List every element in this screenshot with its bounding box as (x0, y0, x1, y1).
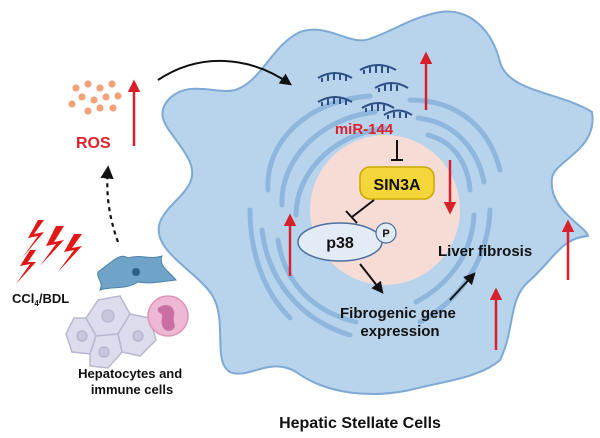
small-stellate-nucleus (132, 268, 140, 276)
p38-label: p38 (326, 235, 354, 252)
mirna-icon (317, 64, 413, 119)
ccl4-bdl-label: CCl4/BDL (12, 291, 69, 308)
fibrogenic-label: Fibrogenic gene expression (340, 305, 460, 340)
nucleus (310, 135, 460, 285)
mir144-label: miR-144 (335, 121, 394, 138)
liver-fibrosis-label: Liver fibrosis (438, 243, 532, 260)
up-arrow-icon (283, 51, 575, 350)
p38-to-fibrogenic-arrow (359, 263, 384, 294)
lightning-icon (16, 220, 82, 284)
immune-cell-icon (147, 295, 189, 337)
phospho-badge (375, 222, 397, 244)
hepatocytes-label: Hepatocytes and immune cells (78, 366, 186, 397)
sin3a-label: SIN3A (373, 177, 421, 194)
dashed-up-arrow (100, 165, 120, 243)
fibrogenic-to-fibrosis-arrow (449, 272, 476, 301)
ros-to-cell-arrow (157, 59, 292, 86)
ros-label: ROS (76, 135, 111, 152)
inhibition-icon (391, 140, 403, 161)
diagram-caption: Hepatic Stellate Cells (279, 415, 441, 432)
hepatocyte-icon (65, 295, 157, 369)
ros-particles-icon (68, 80, 122, 115)
sin3a-box (359, 166, 435, 200)
sin3a-p38-inhibition (345, 199, 375, 224)
phospho-label: P (382, 228, 389, 240)
